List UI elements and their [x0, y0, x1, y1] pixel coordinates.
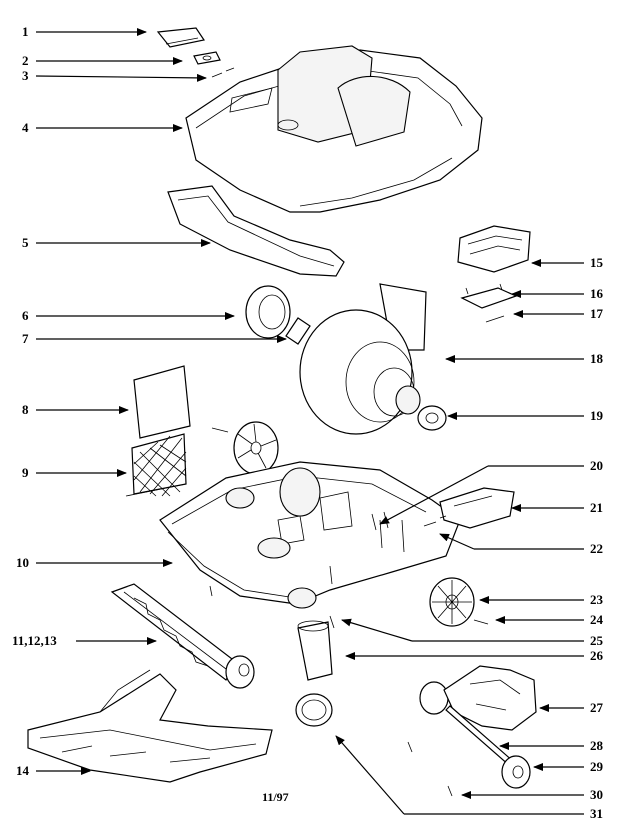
label-part-22: 22: [590, 541, 603, 556]
part-19-bearing: [417, 405, 447, 431]
part-2-washer: [193, 51, 221, 65]
part-31-belt: [295, 693, 333, 727]
screw-small: [209, 585, 213, 597]
label-part-30: 30: [590, 787, 603, 802]
label-part-8: 8: [22, 402, 29, 417]
label-part-20: 20: [590, 458, 603, 473]
label-part-27: 27: [590, 700, 603, 715]
label-part-11-12-13: 11,12,13: [12, 633, 57, 648]
label-part-25: 25: [590, 633, 603, 648]
label-part-3: 3: [22, 68, 29, 83]
label-part-17: 17: [590, 306, 603, 321]
part-10-base: [159, 461, 461, 609]
label-part-16: 16: [590, 286, 603, 301]
label-part-9: 9: [22, 465, 29, 480]
part-4-hood: [185, 45, 483, 213]
label-part-28: 28: [590, 738, 603, 753]
part-26-cup: [297, 620, 333, 681]
part-25-screw: [329, 615, 335, 629]
label-part-18: 18: [590, 351, 603, 366]
part-11-brush-roll: [110, 583, 255, 689]
part-7-gasket: [285, 317, 311, 345]
label-part-2: 2: [22, 53, 29, 68]
part-17-switch-plate: [485, 315, 505, 323]
part-18-motor: [299, 283, 427, 435]
label-part-15: 15: [590, 255, 603, 270]
part-16-switch: [460, 283, 518, 309]
label-part-19: 19: [590, 408, 603, 423]
part-5-bumper: [167, 185, 345, 277]
part-29-front-wheel: [501, 755, 531, 789]
label-part-10: 10: [16, 555, 29, 570]
part-23-wheel: [429, 577, 475, 627]
pin: [211, 427, 229, 433]
label-part-31-belt: 31: [590, 806, 603, 821]
part-24-axle-pin: [473, 619, 489, 625]
label-part-23: 23: [590, 592, 603, 607]
label-part-5: 5: [22, 235, 29, 250]
label-part-26: 26: [590, 648, 603, 663]
label-part-14: 14: [16, 763, 29, 778]
screw-small-b: [407, 741, 413, 753]
label-part-4: 4: [22, 120, 29, 135]
leader-arrows: [35, 28, 584, 815]
label-part-29: 29: [590, 759, 603, 774]
revision-date: 11/97: [262, 790, 289, 804]
part-3-screws: [211, 67, 235, 78]
label-part-1: 1: [22, 24, 29, 39]
label-part-7: 7: [22, 331, 29, 346]
part-6-ring: [245, 285, 291, 339]
part-27-carriage: [419, 665, 537, 731]
part-8-filter-pad: [133, 365, 191, 439]
fan-wheel: [233, 421, 279, 475]
part-15-switch-cover: [457, 225, 531, 273]
part-21-bracket: [439, 487, 515, 529]
part-22-screws: [423, 515, 447, 527]
part-1-cap: [156, 27, 205, 48]
label-part-21: 21: [590, 500, 603, 515]
part-30-clip: [447, 785, 453, 797]
label-part-24: 24: [590, 612, 603, 627]
label-part-6: 6: [22, 308, 29, 323]
part-9-grill: [125, 433, 187, 497]
